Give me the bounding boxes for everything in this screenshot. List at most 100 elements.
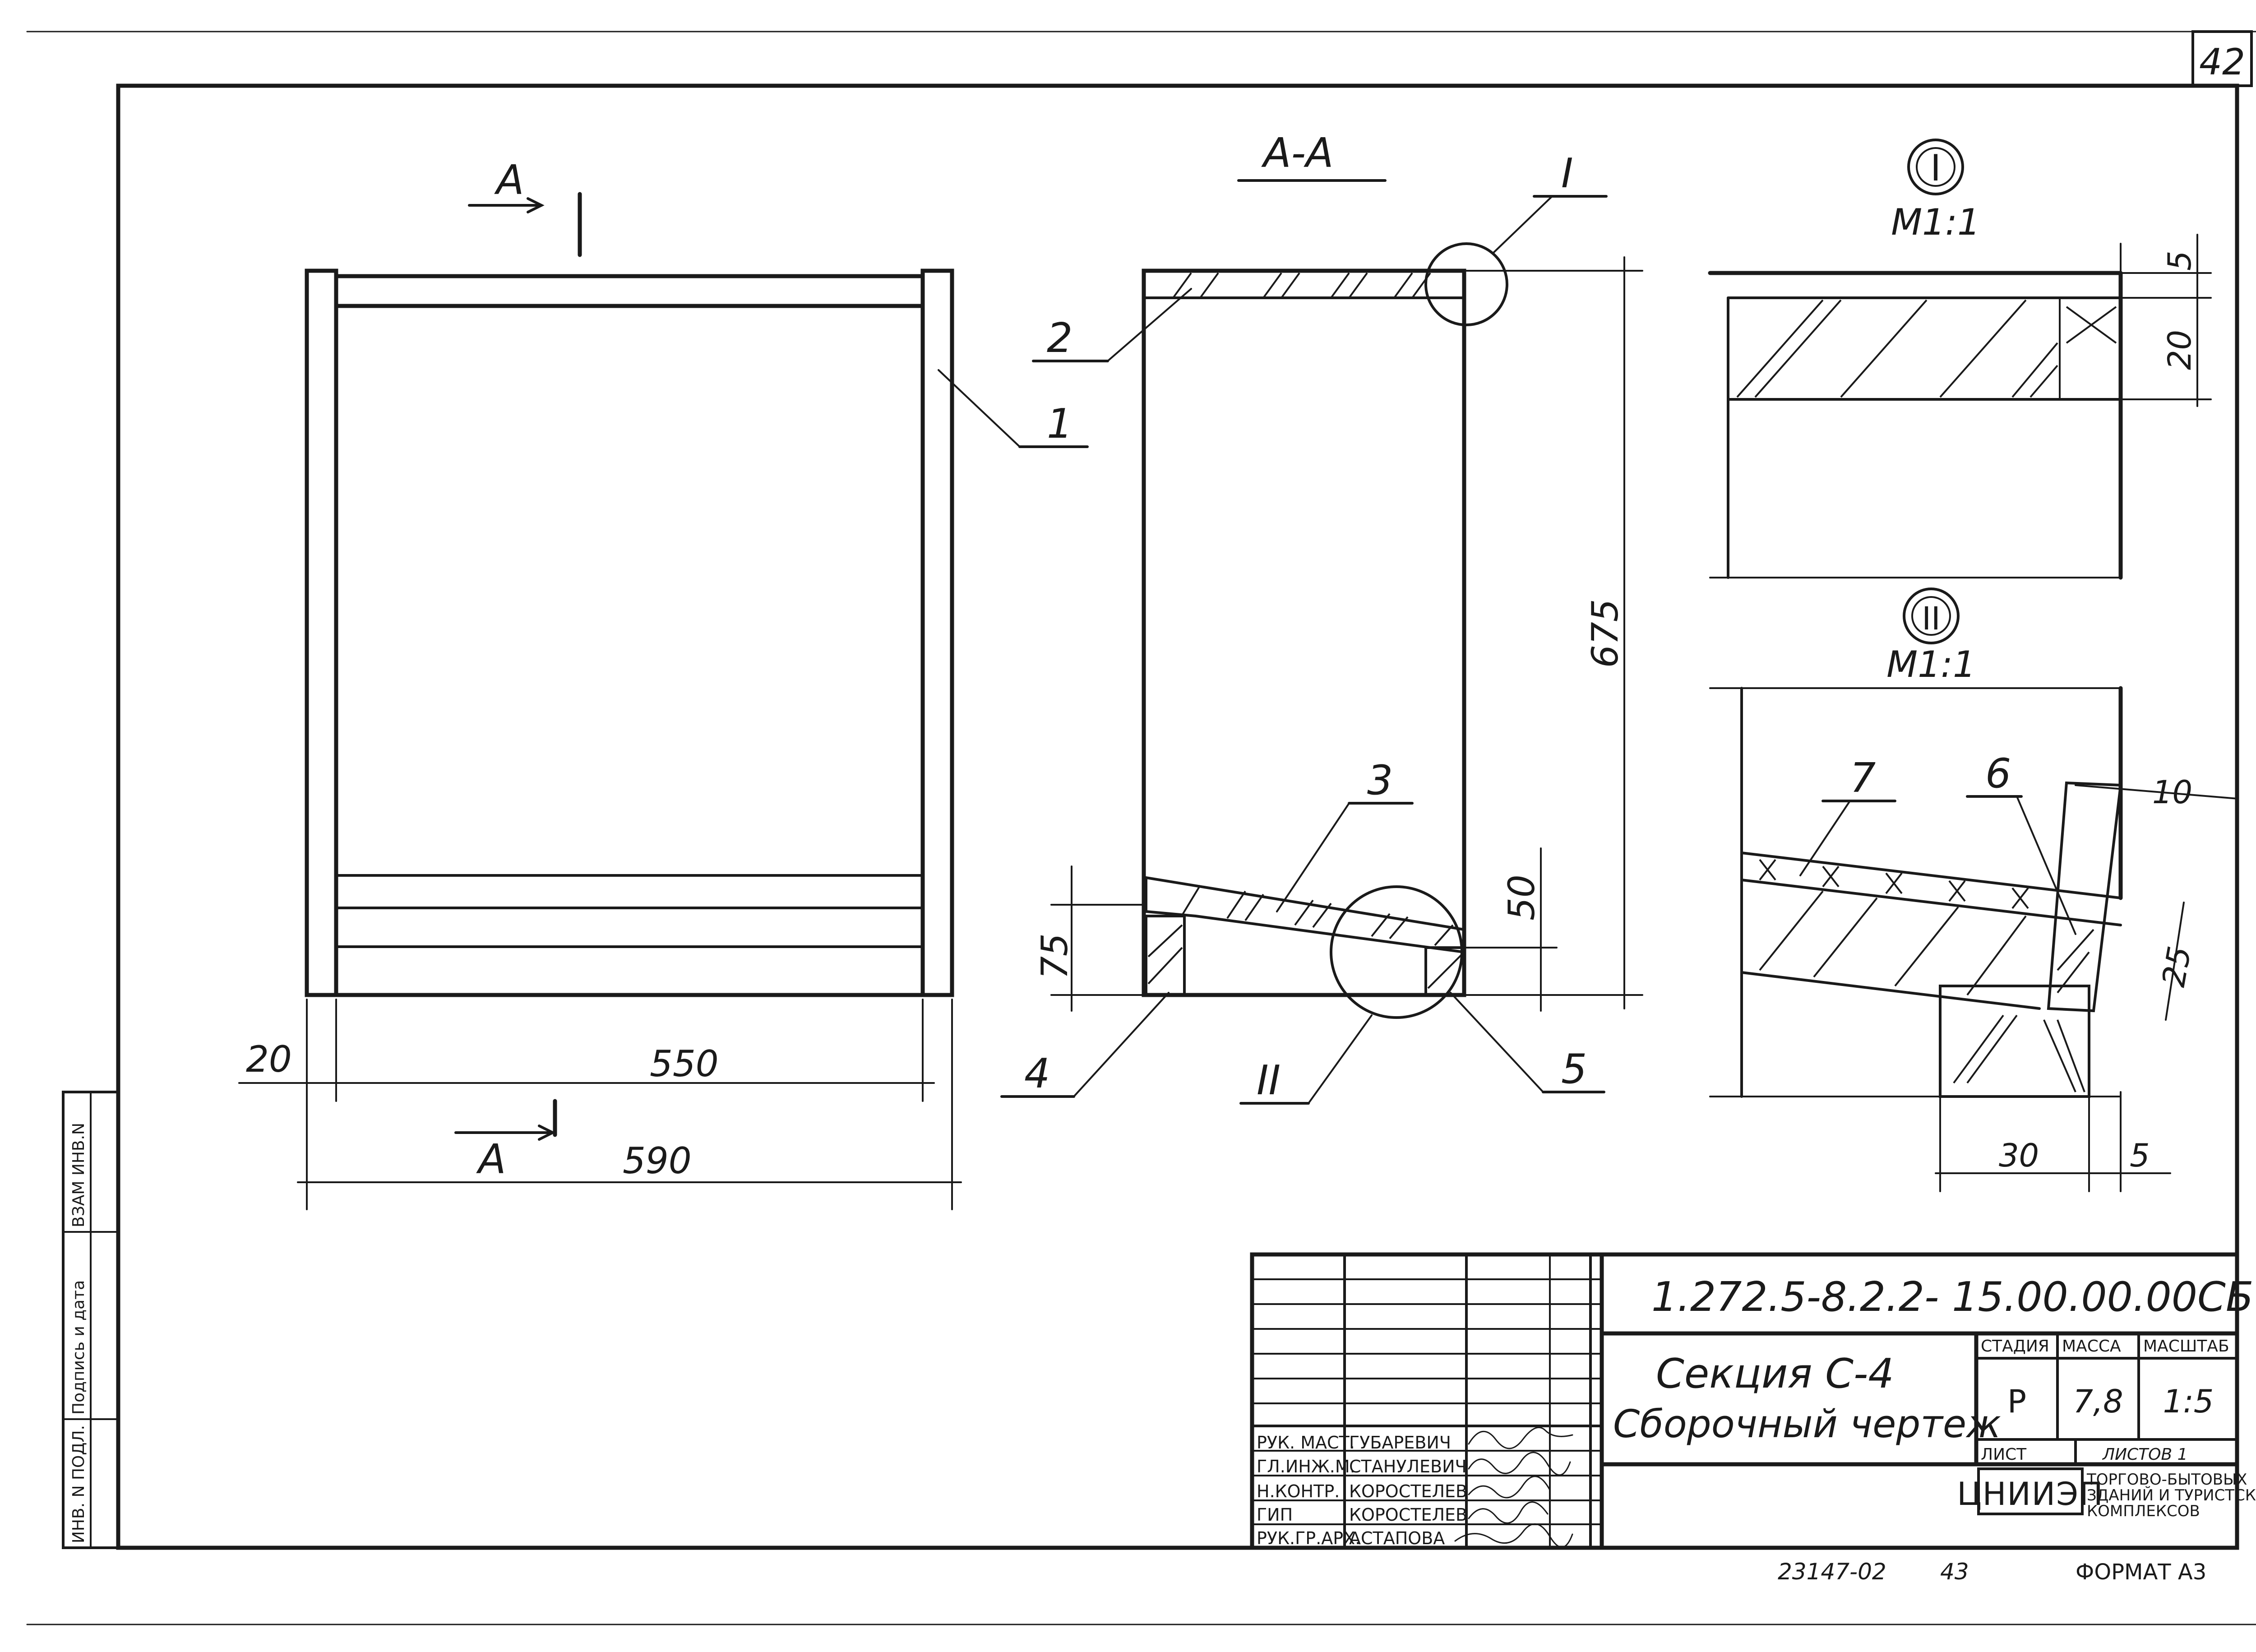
detail-ii-scale: М1:1 [1886, 643, 1976, 685]
sheet-label: ЛИСТ [1981, 1445, 2027, 1464]
title-block-frame [1250, 1252, 2239, 1550]
callout-5: 5 [1561, 1046, 1587, 1093]
org-name-3: КОМПЛЕКСОВ [2087, 1502, 2200, 1520]
org-name-2: ЗДАНИЙ И ТУРИСТСКИХ [2087, 1486, 2256, 1504]
sign-name-4: КОРОСТЕЛЕВ [1349, 1505, 1467, 1525]
dim-75: 75 [1034, 933, 1076, 979]
sign-name-3: КОРОСТЕЛЕВ [1349, 1481, 1467, 1501]
detail-ii-base-block [1939, 985, 2090, 1098]
sign-name-2: СТАНУЛЕВИЧ [1349, 1457, 1467, 1476]
sign-role-4: ГИП [1257, 1505, 1293, 1525]
sign-role-1: РУК. МАСТ. [1257, 1433, 1355, 1453]
detail-i-hatch [1736, 299, 2117, 398]
detail-ii-block-6 [2047, 781, 2122, 1013]
dim-20-front: 20 [246, 1038, 292, 1080]
callout-3: 3 [1367, 757, 1393, 804]
shelf-hatch [1181, 884, 1454, 946]
drawing-frame [116, 83, 2239, 1550]
scale-header: МАСШТАБ [2143, 1337, 2229, 1356]
detail-i-marker-outer [1907, 139, 1964, 195]
detail-ii-dim-10: 10 [2152, 774, 2192, 811]
detail-ii-board-hatch [1759, 890, 2027, 996]
doc-code: 1.272.5-8.2.2- 15.00.00.00СБ [1651, 1273, 2254, 1321]
detail-ii-dim-25-line [2165, 902, 2185, 1021]
front-view: А 1 20 550 590 А [238, 157, 1089, 1210]
detail-circle-i [1424, 242, 1508, 326]
detail-ii-marker-outer [1903, 588, 1960, 644]
detail-ii-shelf-top [1740, 851, 2122, 899]
section-body [1142, 268, 1466, 997]
scale-value: 1:5 [2163, 1383, 2214, 1420]
block-4 [1145, 915, 1186, 996]
detail-i-label: I [1561, 150, 1573, 197]
title-line-2: Сборочный чертеж [1613, 1402, 2001, 1447]
sign-role-5: РУК.ГР.АРХ. [1257, 1528, 1360, 1548]
callout-1-leader [938, 369, 1021, 448]
inv-no-orig-label: ИНВ. N ПОДЛ. [69, 1425, 88, 1543]
org-name-1: ТОРГОВО-БЫТОВЫХ [2086, 1471, 2247, 1489]
callout-4: 4 [1024, 1050, 1050, 1097]
detail-ii-leader [1308, 1014, 1373, 1104]
section-marker-a-top: А [494, 157, 524, 204]
mass-header: МАССА [2062, 1337, 2121, 1356]
callout-2: 2 [1047, 315, 1073, 362]
callout-5-leader [1450, 992, 1544, 1093]
detail-ii-marker-inner [1911, 596, 1951, 636]
page-number: 42 [2199, 41, 2245, 83]
detail-ii-cross-hatch [1759, 859, 2029, 909]
callout-2-leader [1107, 288, 1192, 362]
callout-6-leader [2016, 796, 2076, 935]
format-label: ФОРМАТ А3 [2076, 1559, 2206, 1585]
callout-6: 6 [1985, 750, 2011, 797]
detail-ii-dim-30: 30 [1999, 1137, 2039, 1174]
callout-4-leader [1073, 992, 1170, 1097]
detail-i-dim-20: 20 [2161, 330, 2198, 370]
section-arrowhead-bottom [538, 1124, 556, 1141]
replaced-inv-label: ВЗАМ ИНВ.N [69, 1123, 88, 1227]
sign-role-3: Н.КОНТР. [1257, 1481, 1340, 1501]
section-arrowhead-top [527, 197, 545, 213]
callout-3-leader [1276, 802, 1350, 912]
page-number-box [2191, 30, 2253, 87]
callout-7: 7 [1850, 754, 1876, 802]
detail-ii-dim-5: 5 [2130, 1137, 2150, 1174]
detail-ii-dim-25: 25 [2155, 944, 2198, 990]
detail-ii-marker: II [1922, 600, 1940, 637]
dim-550: 550 [650, 1043, 719, 1085]
section-view: А-А [1000, 130, 1643, 1105]
detail-ii-shelf-mid [1740, 879, 2122, 926]
section-title: А-А [1261, 130, 1334, 177]
title-line-1: Секция С-4 [1656, 1350, 1894, 1397]
sheets-label: ЛИСТОВ 1 [2102, 1445, 2188, 1464]
top-board-hatch [1172, 272, 1431, 299]
dim-50: 50 [1501, 875, 1543, 921]
detail-i-marker: I [1930, 147, 1941, 189]
footer-number: 23147-02 [1778, 1559, 1886, 1585]
org-logo-frame [1977, 1467, 2084, 1515]
footer-copy: 43 [1940, 1559, 1969, 1585]
signatures [1454, 1426, 1573, 1548]
dim-590: 590 [623, 1140, 692, 1182]
left-strip: ИНВ. N ПОДЛ. Подпись и дата ВЗАМ ИНВ.N [62, 1091, 120, 1549]
stage-value: Р [2007, 1383, 2026, 1420]
title-block: РУК. МАСТ. ГУБАРЕВИЧ ГЛ.ИНЖ.М. СТАНУЛЕВИ… [1250, 1252, 2256, 1550]
detail-i-leader [1493, 195, 1553, 254]
detail-i-view: I М1:1 5 20 [1708, 139, 2212, 580]
detail-ii-view: II М1:1 [1709, 588, 2239, 1192]
callout-7-leader [1799, 800, 1851, 876]
detail-circle-ii [1330, 885, 1463, 1019]
sign-date-label: Подпись и дата [69, 1280, 88, 1415]
stage-header: СТАДИЯ [1981, 1337, 2049, 1356]
section-marker-a-bottom: А [476, 1136, 506, 1183]
detail-ii-shelf-bottom [1740, 971, 2041, 1010]
sloped-shelf [1145, 876, 1465, 954]
mass-value: 7,8 [2073, 1383, 2123, 1420]
detail-i-dim-5: 5 [2161, 250, 2198, 271]
org-logo: ЦНИИЭП [1957, 1476, 2103, 1513]
detail-i-scale: М1:1 [1891, 201, 1980, 243]
detail-ii-label: II [1257, 1057, 1281, 1104]
sign-name-1: ГУБАРЕВИЧ [1349, 1433, 1451, 1453]
left-post [305, 268, 338, 997]
sign-name-5: АСТАПОВА [1349, 1528, 1445, 1548]
